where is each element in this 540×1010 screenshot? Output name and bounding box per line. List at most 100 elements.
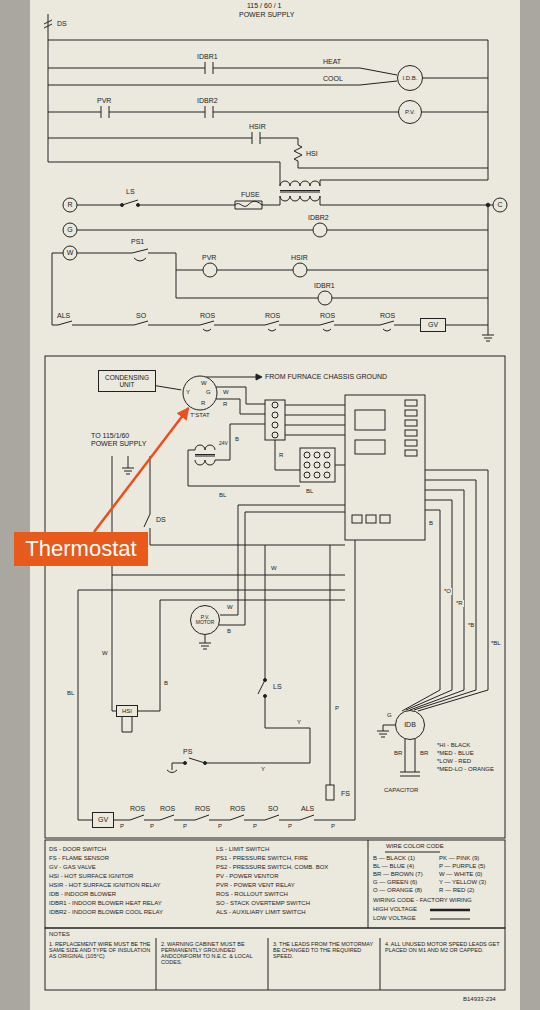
note-text: 3. THE LEADS FROM THE MOTORMAY BE CHANGE… xyxy=(272,941,380,959)
schematic-label: G xyxy=(67,226,72,234)
abbreviation-text: HSI - HOT SURFACE IGNITOR xyxy=(48,873,134,880)
node-label: IDB xyxy=(404,721,416,728)
schematic-label: IDBR2 xyxy=(307,214,330,222)
abbreviation-text: ALS - AUXILIARY LIMIT SWITCH xyxy=(215,909,307,916)
wire-code-text: PK — PINK (9) xyxy=(438,855,480,862)
schematic-label: W xyxy=(270,565,278,572)
part-number: B14933-234 xyxy=(462,996,497,1003)
abbreviation-text: PV - POWER VENTOR xyxy=(215,873,280,880)
blower-symbol: I.D.B. xyxy=(397,65,423,91)
schematic-label: BR xyxy=(419,750,429,757)
abbreviation-text: HSIR - HOT SURFACE IGNITION RELAY xyxy=(48,882,161,889)
schematic-label: B xyxy=(226,628,232,635)
schematic-label: ALS xyxy=(300,805,315,813)
schematic-label: 115 / 60 / 1 xyxy=(246,2,283,10)
schematic-label: B xyxy=(234,436,240,443)
schematic-label: ROS xyxy=(159,805,176,813)
schematic-label: IDBR1 xyxy=(313,282,336,290)
schematic-label: P xyxy=(252,823,258,830)
schematic-label: ROS xyxy=(379,312,396,320)
schematic-label: TO 115/1/60 POWER SUPPLY xyxy=(90,432,154,447)
schematic-label: *B xyxy=(467,622,475,629)
ladder-diagram xyxy=(44,14,507,341)
schematic-label: P xyxy=(149,823,155,830)
schematic-label: W xyxy=(67,249,74,257)
unit-box: CONDENSING UNIT xyxy=(98,370,156,392)
schematic-label: DS xyxy=(56,20,68,28)
abbreviation-text: ROS - ROLLOUT SWITCH xyxy=(215,891,289,898)
legend-text: HIGH VOLTAGE xyxy=(372,906,418,913)
wire-code-text: BL — BLUE (4) xyxy=(372,863,415,870)
node-label: HSI xyxy=(122,708,132,715)
schematic-label: ROS xyxy=(194,805,211,813)
abbreviation-text: IDB - INDOOR BLOWER xyxy=(48,891,117,898)
schematic-label: W xyxy=(222,389,230,396)
schematic-label: *BL xyxy=(490,640,502,647)
schematic-label: P xyxy=(334,705,340,712)
schematic-label: *MED-LO - ORANGE xyxy=(436,766,495,773)
terminal-letter: Y xyxy=(186,389,190,396)
schematic-label: G xyxy=(386,712,393,719)
schematic-label: PS1 xyxy=(130,238,145,246)
schematic-label: P xyxy=(119,823,125,830)
wire-code-text: WIRING CODE - FACTORY WIRING xyxy=(372,897,473,904)
note-text: 2. WARNING CABINET MUST BE PERMANENTLY G… xyxy=(160,941,268,965)
schematic-label: B xyxy=(428,520,434,527)
schematic-label: *LOW - RED xyxy=(436,758,472,765)
wire-connector xyxy=(156,386,181,390)
abbreviation-text: PS2 - PRESSURE SWITCH, COMB. BOX xyxy=(215,864,329,871)
callout-arrow xyxy=(94,408,189,532)
schematic-label: HSIR xyxy=(248,123,267,131)
gas-valve-box: GV xyxy=(92,812,114,828)
schematic-label: HSIR xyxy=(290,254,309,262)
abbreviation-text: SO - STACK OVERTEMP SWITCH xyxy=(215,900,311,907)
schematic-label: B xyxy=(163,680,169,687)
schematic-label: IDBR2 xyxy=(196,97,219,105)
node-label: Thermostat xyxy=(25,537,136,561)
schematic-label: LS xyxy=(125,188,136,196)
blower-motor-symbol: IDB xyxy=(395,710,425,740)
abbreviation-text: GV - GAS VALVE xyxy=(48,864,97,871)
node-label: P.V. xyxy=(405,109,415,115)
schematic-label: P xyxy=(182,823,188,830)
wire-code-text: O — ORANGE (8) xyxy=(372,887,423,894)
schematic-label: LS xyxy=(272,683,283,691)
schematic-label: C xyxy=(497,201,502,209)
schematic-label: *O xyxy=(443,588,452,595)
node-label: P.V. MOTOR xyxy=(192,615,218,626)
schematic-label: IDBR1 xyxy=(196,53,219,61)
legend-text: LOW VOLTAGE xyxy=(372,915,417,922)
connection-diagram xyxy=(45,356,505,838)
schematic-label: CAPACITOR xyxy=(383,787,419,794)
schematic-label: P xyxy=(217,823,223,830)
node-label: GV xyxy=(98,816,108,824)
schematic-label: PVR xyxy=(201,254,217,262)
schematic-label: BL xyxy=(66,690,75,697)
node-label: CONDENSING UNIT xyxy=(101,374,153,388)
schematic-label: BR xyxy=(393,750,403,757)
abbreviation-text: IDBR1 - INDOOR BLOWER HEAT RELAY xyxy=(48,900,163,907)
schematic-label: COOL xyxy=(322,75,344,83)
abbreviation-text: DS - DOOR SWITCH xyxy=(48,846,107,853)
abbreviation-text: FS - FLAME SENSOR xyxy=(48,855,110,862)
wire-code-text: P — PURPLE (5) xyxy=(438,863,486,870)
node-label: GV xyxy=(428,321,438,329)
schematic-label: SO xyxy=(267,805,279,813)
schematic-label: P xyxy=(287,823,293,830)
schematic-label: ALS xyxy=(56,312,71,320)
schematic-label: HEAT xyxy=(322,58,342,66)
abbreviation-text: LS - LIMIT SWITCH xyxy=(215,846,270,853)
motor-symbol: P.V. MOTOR xyxy=(190,605,220,635)
wire-code-text: G — GREEN (6) xyxy=(372,879,418,886)
abbreviation-text: PS1 - PRESSURE SWITCH, FIRE xyxy=(215,855,309,862)
note-text: 1. REPLACEMENT WIRE MUST BE THE SAME SIZ… xyxy=(48,941,156,959)
schematic-label: BL xyxy=(218,492,227,499)
schematic-label: ROS xyxy=(199,312,216,320)
schematic-label: Y xyxy=(296,719,302,726)
schematic-label: SO xyxy=(135,312,147,320)
terminal-letter: W xyxy=(201,380,207,387)
schematic-label: DS xyxy=(155,516,167,524)
schematic-label: W xyxy=(226,604,234,611)
ignitor-box: HSI xyxy=(116,705,138,717)
schematic-label: P xyxy=(330,823,336,830)
